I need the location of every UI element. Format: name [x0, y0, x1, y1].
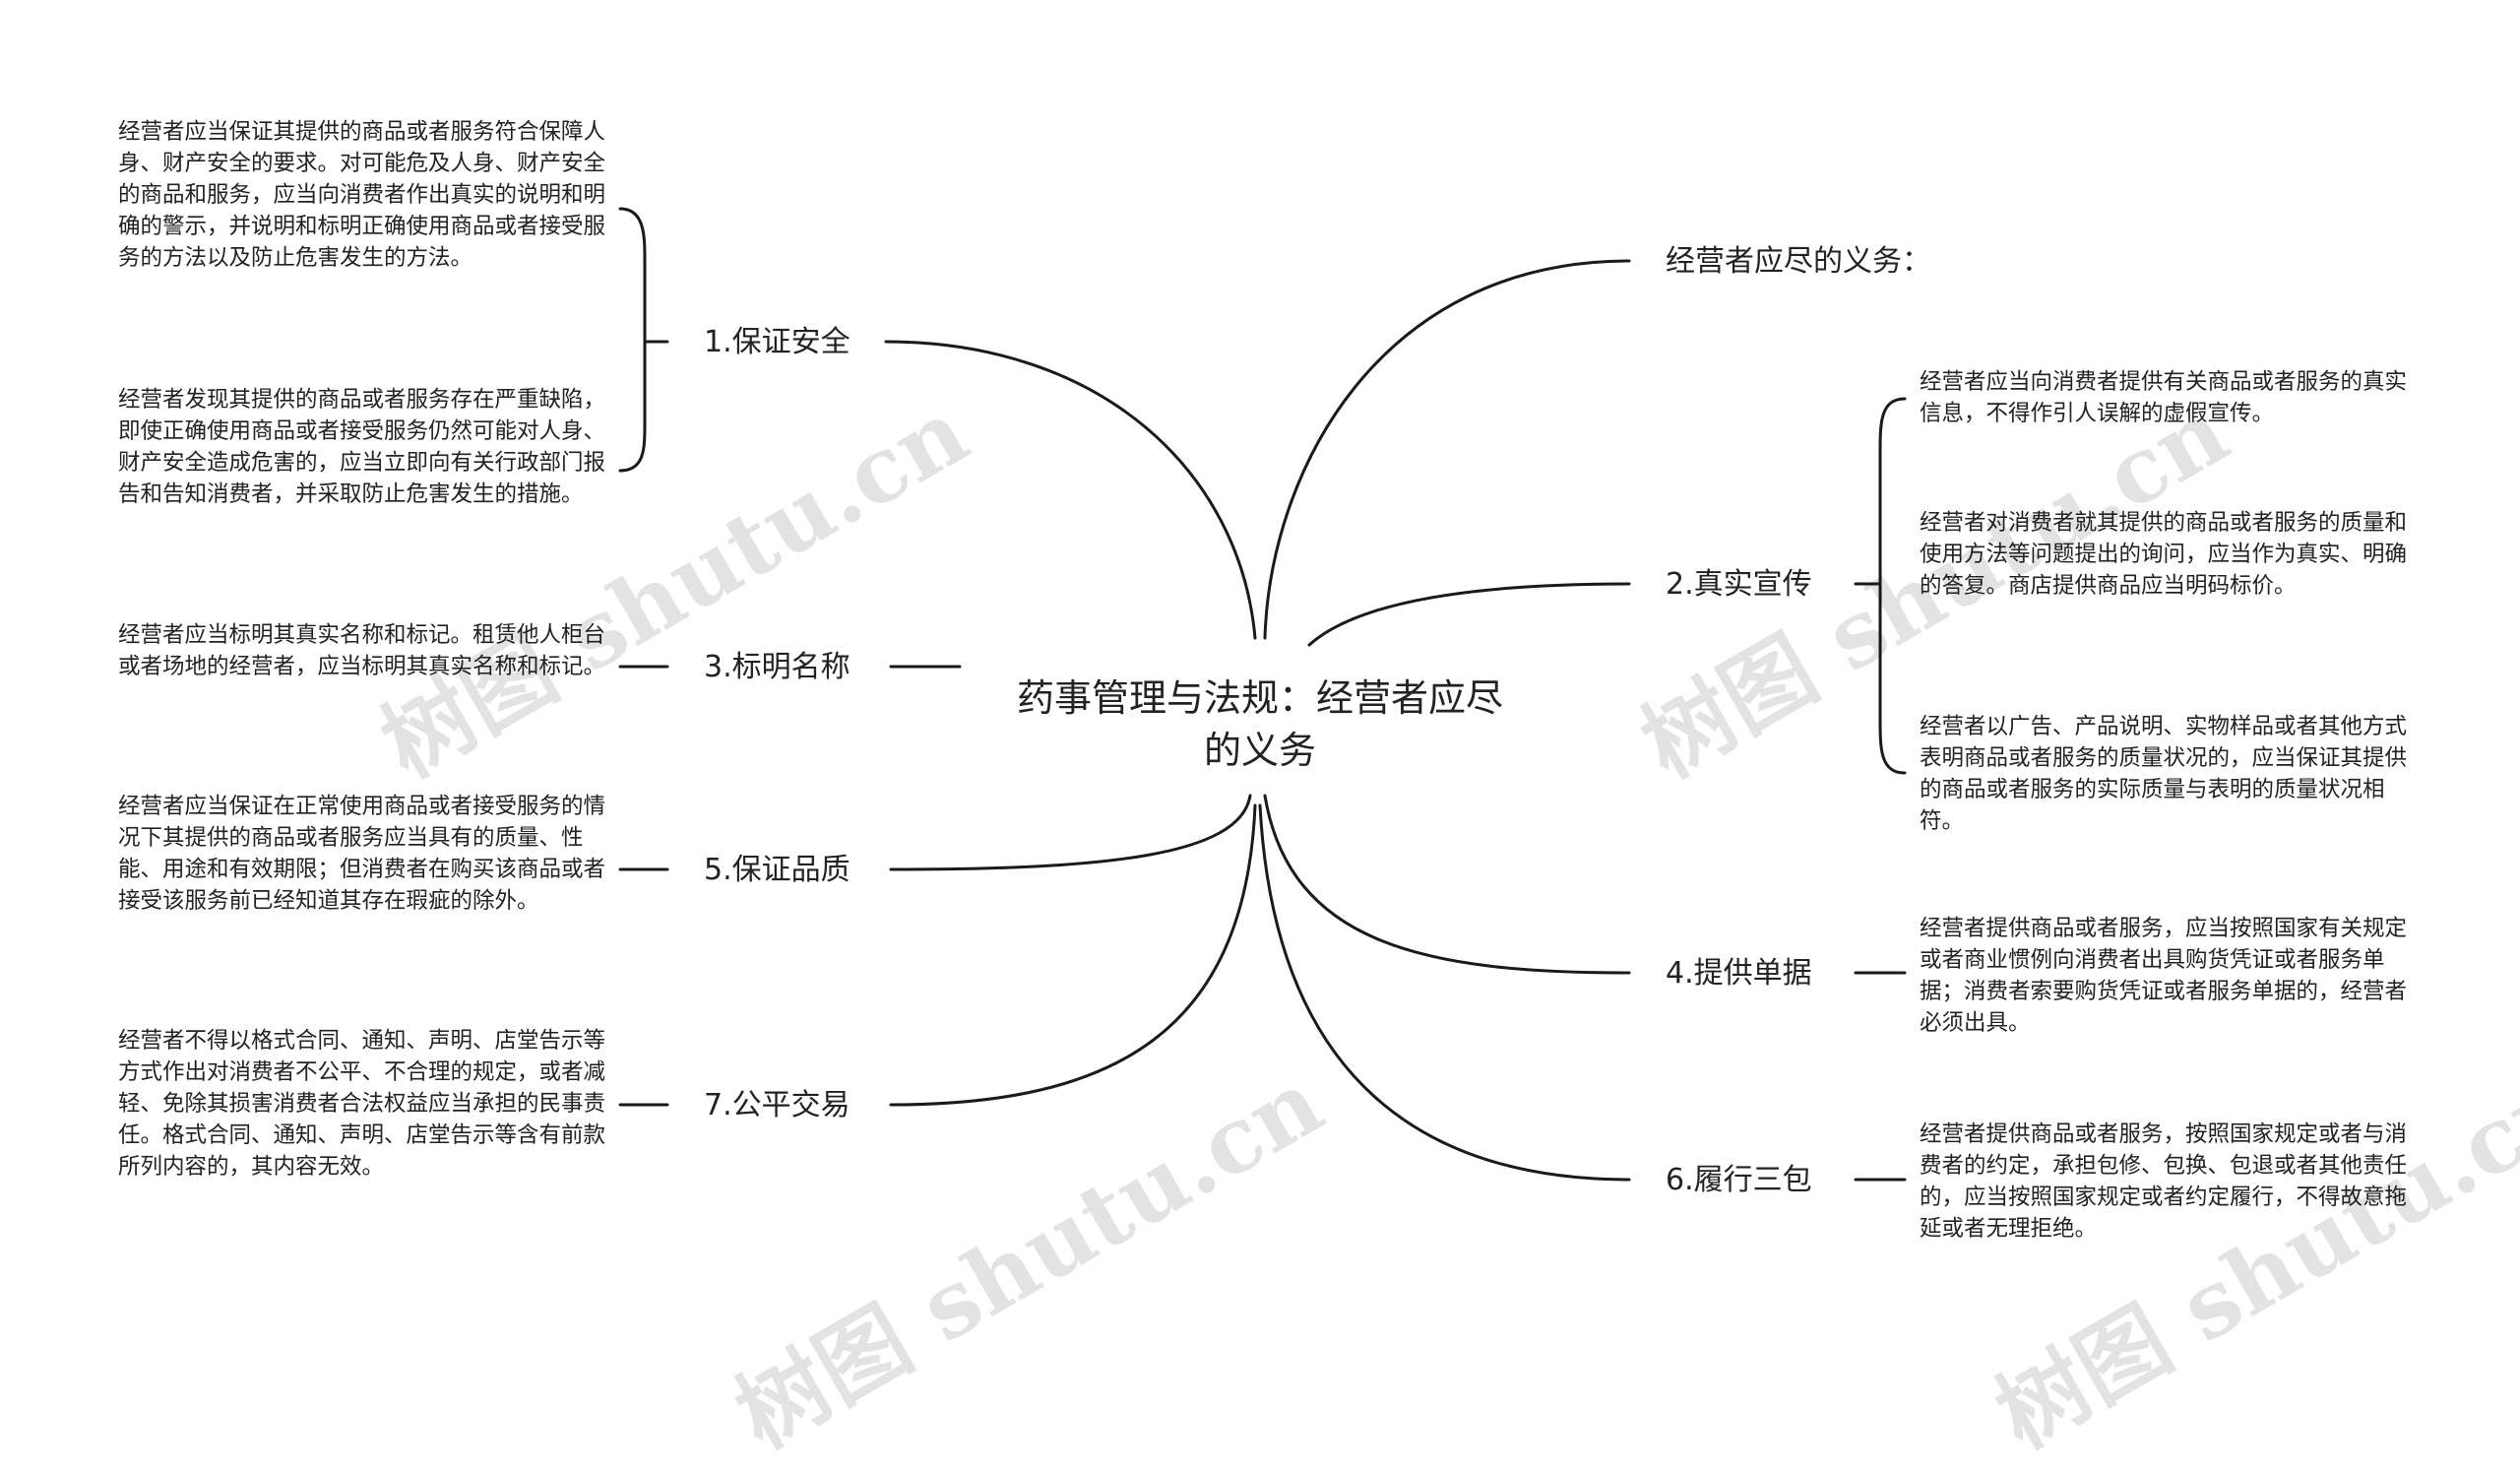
- connector-b5: [889, 794, 1252, 871]
- note-quality-1: 经营者应当保证在正常使用商品或者接受服务的情况下其提供的商品或者服务应当具有的质…: [118, 794, 606, 914]
- note-advertising-3: 经营者以广告、产品说明、实物样品或者其他方式表明商品或者服务的质量状况的，应当保…: [1920, 714, 2408, 834]
- branch-mark-name[interactable]: 3.标明名称: [704, 650, 850, 684]
- note-advertising-1: 经营者应当向消费者提供有关商品或者服务的真实信息，不得作引人误解的虚假宣传。: [1920, 369, 2408, 426]
- note-advertising-2: 经营者对消费者就其提供的商品或者服务的质量和使用方法等问题提出的询问，应当作为真…: [1920, 510, 2408, 599]
- connector-b6: [1258, 803, 1631, 1182]
- note-safety-2: 经营者发现其提供的商品或者服务存在严重缺陷，即使正确使用商品或者接受服务仍然可能…: [118, 387, 606, 507]
- branch-ensure-quality[interactable]: 5.保证品质: [704, 853, 850, 887]
- note-name-1: 经营者应当标明其真实名称和标记。租赁他人柜台或者场地的经营者，应当标明其真实名称…: [118, 622, 606, 679]
- connector-b1: [884, 340, 1257, 640]
- note-receipts-1: 经营者提供商品或者服务，应当按照国家有关规定或者商业惯例向消费者出具购货凭证或者…: [1920, 916, 2408, 1036]
- connector-b2: [1307, 582, 1631, 647]
- branch-fair-trade[interactable]: 7.公平交易: [704, 1088, 850, 1122]
- central-topic[interactable]: 药事管理与法规：经营者应尽的义务: [1016, 676, 1503, 773]
- connector-b4: [1263, 794, 1631, 975]
- note-safety-1: 经营者应当保证其提供的商品或者服务符合保障人身、财产安全的要求。对可能危及人身、…: [118, 119, 606, 271]
- note-three-guarantees-1: 经营者提供商品或者服务，按照国家规定或者与消费者的约定，承担包修、包换、包退或者…: [1920, 1121, 2408, 1242]
- mindmap-connectors: [618, 207, 1907, 1182]
- branch-provide-receipts[interactable]: 4.提供单据: [1666, 956, 1812, 991]
- branch-ensure-safety[interactable]: 1.保证安全: [704, 325, 850, 359]
- connector-b7: [889, 803, 1257, 1107]
- note-fair-1: 经营者不得以格式合同、通知、声明、店堂告示等方式作出对消费者不公平、不合理的规定…: [118, 1028, 606, 1180]
- bracket-b1: [618, 207, 669, 473]
- branch-duties-header[interactable]: 经营者应尽的义务：: [1666, 244, 1931, 279]
- connector-top: [1263, 259, 1631, 640]
- branch-three-guarantees[interactable]: 6.履行三包: [1666, 1163, 1812, 1197]
- bracket-b2: [1854, 397, 1907, 775]
- branch-truthful-advertising[interactable]: 2.真实宣传: [1666, 567, 1812, 602]
